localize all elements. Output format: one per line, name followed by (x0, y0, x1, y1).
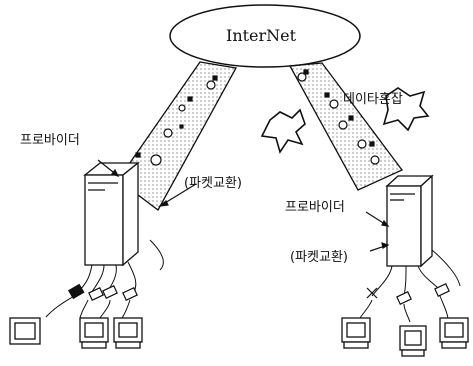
provider-right-label: 프로바이더 (285, 200, 345, 215)
left-band-packets (135, 75, 218, 166)
left-link-band (117, 61, 238, 211)
right-wire-packets (366, 283, 450, 305)
right-provider-server (385, 174, 434, 268)
packet-switch-right-label: (파켓교환) (290, 250, 348, 265)
right-band-packets (297, 69, 380, 165)
internet-label: InterNet (226, 26, 297, 45)
left-terminals (9, 317, 143, 349)
packet-switch-left-label: (파켓교환) (184, 176, 242, 191)
left-wire-packets (67, 283, 138, 301)
right-terminals (341, 317, 469, 357)
left-provider-server (83, 161, 140, 267)
congestion-label: 데이타혼잡 (343, 92, 403, 107)
congestion-burst-left (260, 108, 306, 154)
annotation-arrows (97, 159, 390, 252)
congestion-burst-right (382, 87, 430, 132)
internet-cloud (169, 4, 361, 68)
provider-left-label: 프로바이더 (20, 133, 80, 148)
